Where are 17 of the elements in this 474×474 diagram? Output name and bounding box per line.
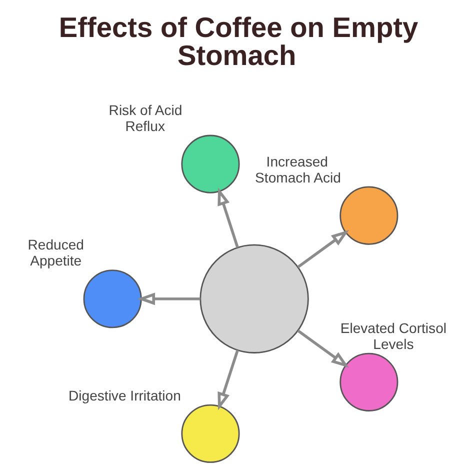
node-label: Reduced Appetite	[28, 236, 84, 269]
node-circle	[181, 134, 240, 194]
arrow	[218, 350, 239, 410]
node-circle	[83, 270, 142, 328]
node-label: Increased Stomach Acid	[255, 153, 341, 186]
node-circle	[200, 244, 309, 354]
node-label: Risk of Acid Reflux	[108, 102, 182, 134]
arrow	[297, 329, 350, 368]
arrow	[297, 230, 350, 268]
node-label: Digestive Irritation	[68, 387, 181, 404]
node-label: Elevated Cortisol Levels	[340, 320, 447, 352]
node-circle	[340, 352, 398, 412]
diagram-title: Effects of Coffee on Empty Stomach	[58, 12, 418, 72]
arrow	[218, 187, 239, 248]
node-circle	[181, 404, 240, 463]
arrow	[137, 292, 200, 306]
node-circle	[340, 186, 398, 245]
